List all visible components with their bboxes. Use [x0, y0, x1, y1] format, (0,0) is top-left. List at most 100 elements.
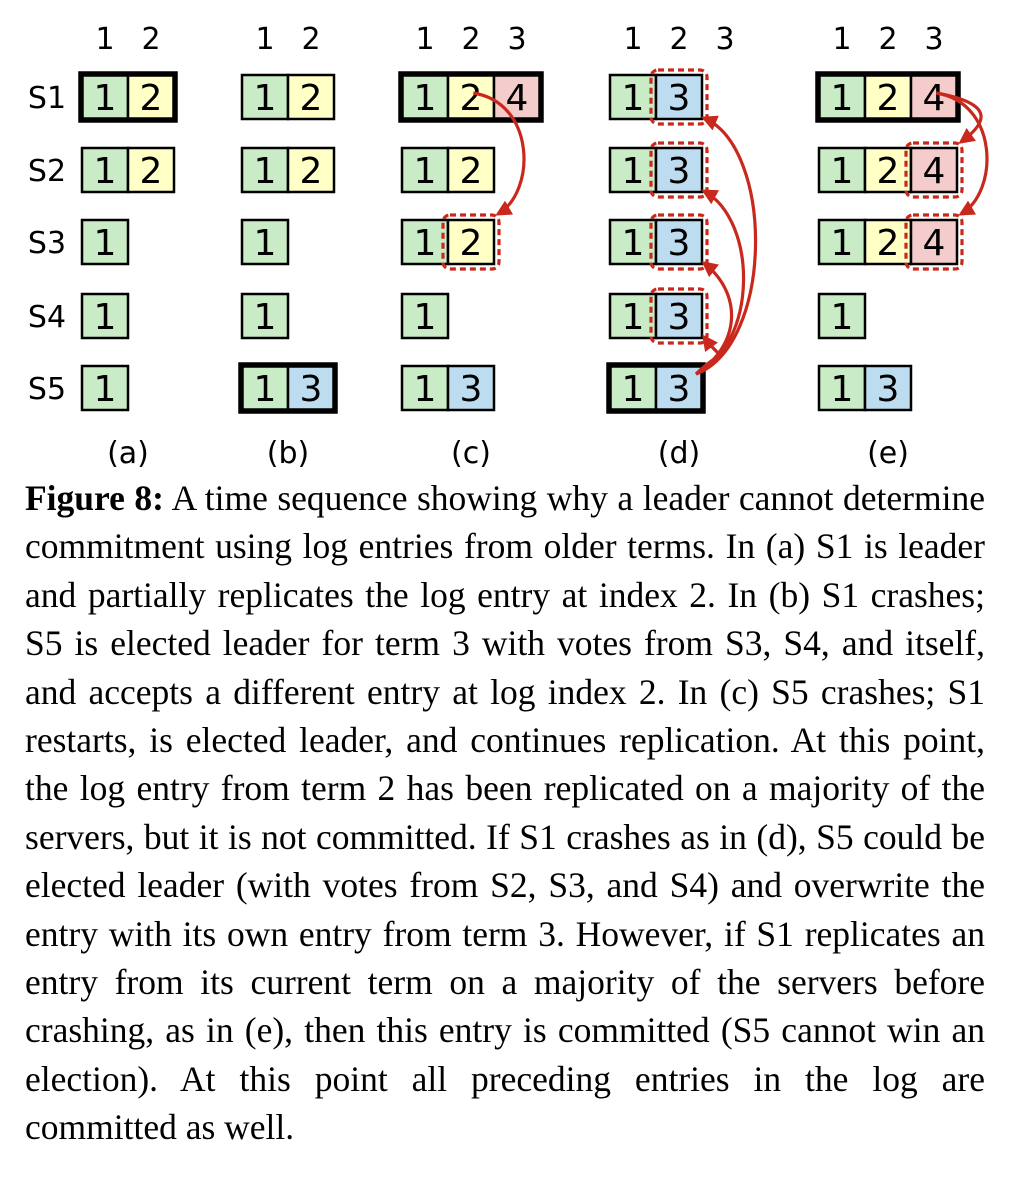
log-entry-term-label: 2	[140, 151, 163, 192]
log-entry-term-label: 1	[94, 369, 117, 410]
panel-label: (c)	[451, 436, 491, 470]
log-entry-term-label: 1	[831, 297, 854, 338]
log-entry-term-label: 3	[668, 223, 691, 264]
log-s4: 1	[400, 292, 450, 340]
panel-label: (b)	[267, 436, 309, 470]
server-label-s4: S4	[28, 300, 66, 335]
server-label-s5: S5	[28, 372, 66, 407]
log-s3: 1	[240, 218, 290, 266]
log-entry-term-label: 4	[506, 78, 529, 119]
log-entry-term-2	[286, 146, 336, 194]
replication-arrow	[936, 91, 989, 216]
server-label-s3: S3	[28, 226, 66, 261]
log-entry-term-label: 1	[414, 297, 437, 338]
index-label: 2	[878, 22, 897, 57]
log-entry-term-label: 3	[668, 297, 691, 338]
replicated-entry-highlight	[649, 287, 709, 345]
panel-label: (e)	[867, 436, 909, 470]
server-label-s2: S2	[28, 154, 66, 189]
index-label: 1	[95, 22, 114, 57]
log-entry-term-label: 1	[254, 223, 277, 264]
log-entry-term-label: 1	[414, 78, 437, 119]
log-entry-term-3	[654, 292, 704, 340]
index-label: 1	[255, 22, 274, 57]
index-label: 2	[669, 22, 688, 57]
replication-arrow	[695, 189, 746, 376]
log-entry-term-1	[80, 292, 130, 340]
log-entry-term-2	[446, 218, 496, 266]
log-entry-term-label: 1	[94, 78, 117, 119]
log-entry-term-2	[126, 146, 176, 194]
log-s3: 1	[80, 218, 130, 266]
index-label: 3	[924, 22, 943, 57]
caption-text: A time sequence showing why a leader can…	[25, 478, 985, 1148]
replicated-entry-highlight	[649, 141, 709, 199]
panel-label: (a)	[107, 436, 149, 470]
log-entry-term-label: 2	[460, 223, 483, 264]
index-label: 2	[301, 22, 320, 57]
log-entry-term-label: 2	[877, 223, 900, 264]
log-entry-term-label: 1	[254, 297, 277, 338]
index-label: 1	[623, 22, 642, 57]
log-entry-term-label: 3	[877, 369, 900, 410]
log-entry-term-1	[400, 218, 450, 266]
log-entry-term-1	[400, 292, 450, 340]
log-entry-term-label: 3	[668, 78, 691, 119]
log-entry-term-1	[80, 218, 130, 266]
leader-outline	[606, 362, 706, 414]
replication-arrow	[695, 115, 758, 376]
log-entry-term-label: 2	[300, 151, 323, 192]
log-entry-term-3	[446, 364, 496, 412]
log-entry-term-label: 3	[460, 369, 483, 410]
log-entry-term-2	[863, 146, 913, 194]
log-entry-term-label: 3	[668, 151, 691, 192]
log-entry-term-3	[654, 218, 704, 266]
server-label-s1: S1	[28, 81, 66, 116]
replicated-entry-highlight	[904, 213, 964, 271]
log-entry-term-label: 1	[414, 151, 437, 192]
log-entry-term-label: 3	[668, 369, 691, 410]
log-entry-term-1	[608, 292, 658, 340]
log-entry-term-4	[909, 146, 959, 194]
log-entry-term-label: 1	[831, 369, 854, 410]
log-entry-term-label: 2	[140, 78, 163, 119]
log-entry-term-label: 2	[460, 78, 483, 119]
log-entry-term-label: 1	[622, 223, 645, 264]
index-label: 1	[415, 22, 434, 57]
log-s4: 1	[240, 292, 290, 340]
log-entry-term-label: 1	[254, 369, 277, 410]
log-entry-term-3	[863, 364, 913, 412]
log-entry-term-2	[446, 146, 496, 194]
log-entry-term-label: 1	[622, 369, 645, 410]
log-entry-term-label: 1	[831, 151, 854, 192]
replication-arrow	[473, 91, 526, 216]
log-entry-term-label: 3	[300, 369, 323, 410]
index-label: 2	[141, 22, 160, 57]
log-entry-term-1	[400, 146, 450, 194]
log-entry-term-label: 2	[877, 151, 900, 192]
log-entry-term-label: 1	[94, 223, 117, 264]
replicated-entry-highlight	[904, 141, 964, 199]
log-entry-term-1	[817, 292, 867, 340]
panel-label: (d)	[658, 436, 700, 470]
index-label: 3	[715, 22, 734, 57]
index-label: 1	[832, 22, 851, 57]
